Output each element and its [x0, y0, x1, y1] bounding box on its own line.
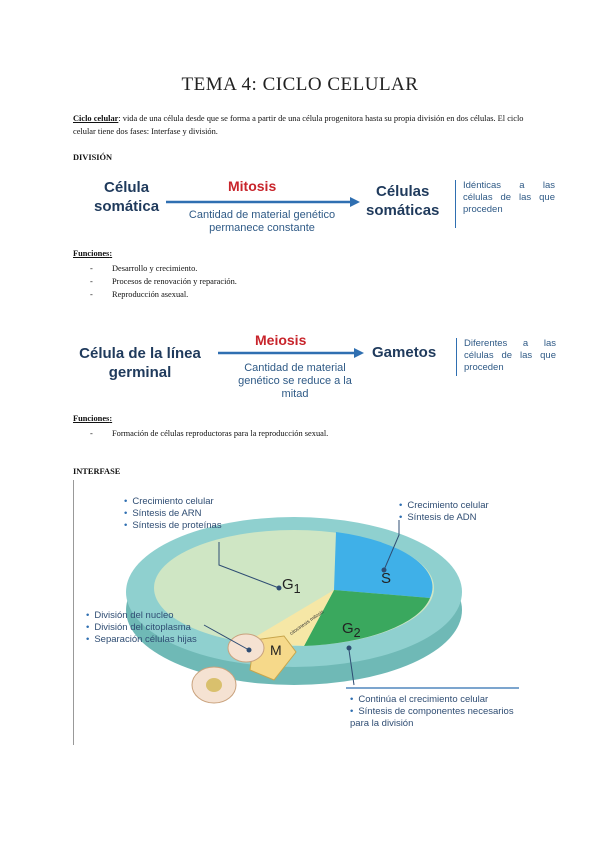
meiosis-label: Meiosis — [255, 332, 306, 348]
meiosis-functions-title: Funciones: — [73, 414, 112, 423]
list-item: Síntesis de proteínas — [124, 520, 222, 532]
meiosis-functions-list: Formación de células reproductoras para … — [90, 427, 328, 440]
mitosis-sub-line1: Cantidad de material genético — [162, 209, 362, 222]
intro-text: : vida de una célula desde que se forma … — [73, 114, 523, 136]
interfase-heading: INTERFASE — [73, 467, 120, 476]
mitosis-source: Célula somática — [94, 178, 159, 216]
g1-pointer-dot — [277, 586, 282, 591]
intro-term: Ciclo celular — [73, 114, 118, 123]
mitosis-result-line2: somáticas — [366, 201, 439, 220]
s-label: S — [381, 570, 391, 587]
meiosis-functions-title-text: Funciones — [73, 414, 109, 423]
list-item: Síntesis de ARN — [124, 508, 222, 520]
m-notes: División del nucleo División del citopla… — [86, 610, 197, 646]
mitosis-arrow — [166, 196, 360, 208]
meiosis-diagram: Célula de la línea germinal Meiosis Cant… — [70, 330, 570, 402]
meiosis-arrow — [218, 347, 364, 359]
list-item: Continúa el crecimiento celular — [350, 694, 530, 706]
meiosis-sub-line3: mitad — [220, 388, 370, 401]
g2-notes: Continúa el crecimiento celular Síntesis… — [350, 694, 530, 730]
list-item: Síntesis de ADN — [399, 512, 489, 524]
s-notes: Crecimiento celular Síntesis de ADN — [399, 500, 489, 524]
mitosis-diagram: Célula somática Mitosis Cantidad de mate… — [70, 172, 570, 244]
division-heading: DIVISIÓN — [73, 153, 112, 162]
g1-label: G1 — [282, 576, 301, 596]
mitosis-subtext: Cantidad de material genético permanece … — [162, 209, 362, 235]
meiosis-sub-line1: Cantidad de material — [220, 362, 370, 375]
mitosis-result-line1: Células — [366, 182, 439, 201]
list-item: Separación células hijas — [86, 634, 197, 646]
daughter-cell-1-nucleus — [206, 678, 222, 692]
list-item: División del nucleo — [86, 610, 197, 622]
mitosis-functions-list: Desarrollo y crecimiento. Procesos de re… — [90, 262, 237, 301]
list-item: Desarrollo y crecimiento. — [90, 262, 237, 275]
mitosis-note: Idénticas a las células de las que proce… — [463, 180, 555, 216]
list-item: Síntesis de componentes necesarios para … — [350, 706, 530, 730]
list-item: Crecimiento celular — [399, 500, 489, 512]
g2-label: G2 — [342, 620, 361, 640]
list-item: Reproducción asexual. — [90, 288, 237, 301]
mitosis-source-line1: Célula — [94, 178, 159, 197]
mitosis-functions-title: Funciones: — [73, 249, 112, 258]
intro-paragraph: Ciclo celular: vida de una célula desde … — [73, 112, 533, 138]
mitosis-result: Células somáticas — [366, 182, 439, 220]
g1-notes: Crecimiento celular Síntesis de ARN Sínt… — [124, 496, 222, 532]
g1-label-sub: 1 — [294, 582, 301, 596]
meiosis-source-line2: germinal — [70, 363, 210, 382]
mitosis-bracket — [455, 180, 456, 228]
g2-label-text: G — [342, 620, 354, 637]
m-label: M — [270, 642, 282, 658]
meiosis-bracket — [456, 338, 457, 376]
mitosis-source-line2: somática — [94, 197, 159, 216]
list-item: Crecimiento celular — [124, 496, 222, 508]
list-item: División del citoplasma — [86, 622, 197, 634]
list-item: Formación de células reproductoras para … — [90, 427, 328, 440]
g2-pointer-dot — [347, 646, 352, 651]
meiosis-result: Gametos — [372, 343, 436, 362]
g1-label-text: G — [282, 576, 294, 593]
mitosis-functions-title-text: Funciones — [73, 249, 109, 258]
g2-label-sub: 2 — [354, 626, 361, 640]
list-item: Procesos de renovación y reparación. — [90, 275, 237, 288]
interfase-diagram: G1 S G2 M citocinesis mitosis Crecimient… — [73, 480, 534, 745]
mitosis-label: Mitosis — [228, 178, 276, 194]
meiosis-source: Célula de la línea germinal — [70, 344, 210, 382]
meiosis-sub-line2: genético se reduce a la — [220, 375, 370, 388]
meiosis-source-line1: Célula de la línea — [70, 344, 210, 363]
meiosis-subtext: Cantidad de material genético se reduce … — [220, 362, 370, 401]
page-title: TEMA 4: CICLO CELULAR — [0, 74, 600, 96]
m-pointer-dot — [247, 648, 252, 653]
mitosis-sub-line2: permanece constante — [162, 222, 362, 235]
meiosis-note: Diferentes a las células de las que proc… — [464, 338, 556, 374]
